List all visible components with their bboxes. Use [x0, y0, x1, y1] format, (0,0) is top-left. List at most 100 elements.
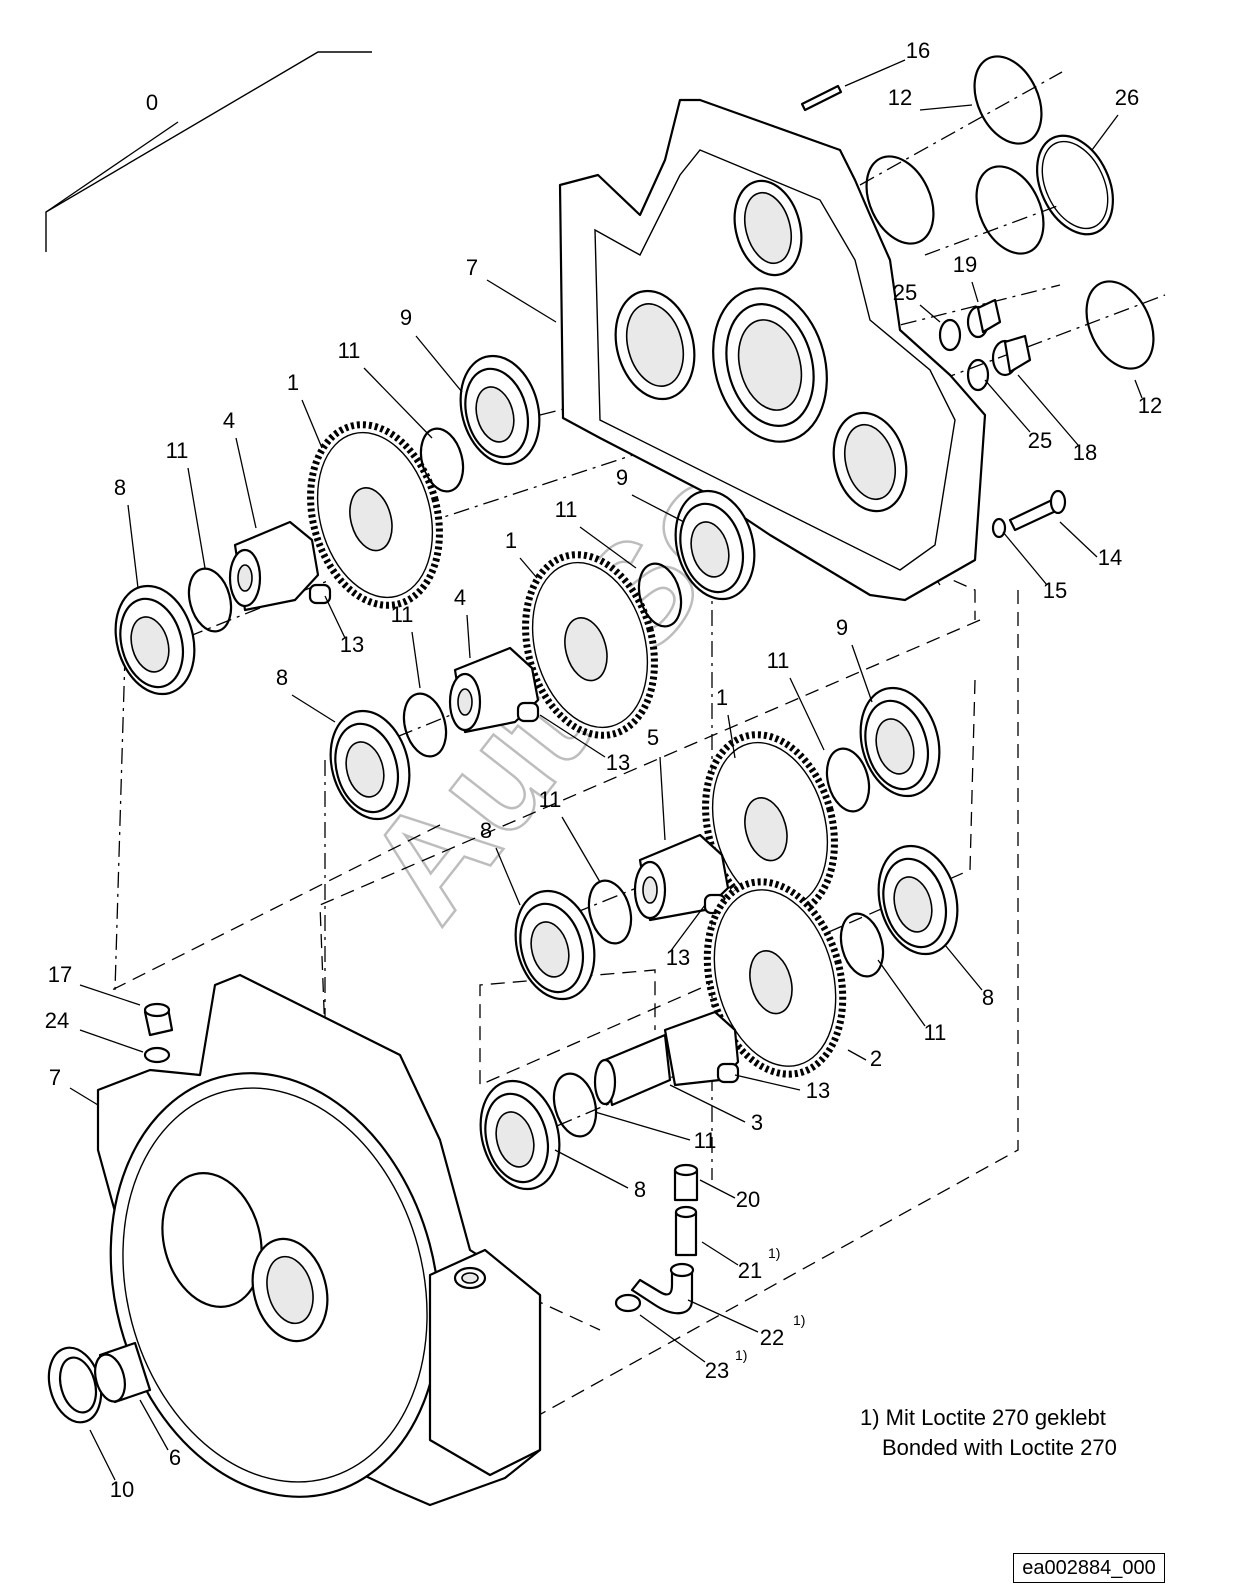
- circlip: [402, 692, 448, 758]
- rear-cover-plate: [558, 98, 987, 602]
- callout-6: 6: [169, 1445, 181, 1470]
- leader-line: [235, 437, 257, 529]
- circlip: [839, 912, 885, 978]
- plugs-and-seals: [938, 298, 1032, 392]
- callout-14: 14: [1098, 545, 1122, 570]
- leader-line: [971, 281, 979, 303]
- leader-line: [877, 959, 926, 1027]
- footnote-mark: 1): [735, 1347, 747, 1363]
- splined-shaft: [593, 1010, 740, 1107]
- callout-19: 19: [953, 252, 977, 277]
- bearing: [674, 489, 756, 601]
- gear: [522, 551, 658, 739]
- gear: [307, 421, 443, 609]
- leader-line: [466, 614, 471, 659]
- shaft-seal: [47, 1341, 152, 1424]
- leader-line: [919, 304, 941, 323]
- leader-line: [519, 557, 538, 579]
- callout-23: 23: [705, 1358, 729, 1383]
- callout-11: 11: [166, 438, 189, 463]
- leader-line: [486, 279, 557, 323]
- leader-line: [1091, 114, 1119, 151]
- callout-25: 25: [1028, 428, 1052, 453]
- callout-24: 24: [45, 1008, 69, 1033]
- leader-line: [789, 677, 825, 751]
- leader-line: [734, 1074, 801, 1091]
- leader-line: [539, 714, 606, 758]
- circlip: [587, 879, 633, 945]
- callout-11: 11: [338, 338, 361, 363]
- callout-8: 8: [480, 818, 492, 843]
- callout-7: 7: [49, 1065, 61, 1090]
- leader-line: [495, 847, 521, 906]
- callout-5: 5: [647, 725, 659, 750]
- callout-9: 9: [616, 465, 628, 490]
- bearing: [859, 686, 941, 798]
- leader-line: [79, 984, 141, 1006]
- leader-line: [579, 526, 637, 569]
- callout-13: 13: [606, 750, 630, 775]
- note-english: Bonded with Loctite 270: [882, 1435, 1117, 1460]
- leader-line: [1134, 379, 1143, 399]
- callout-12: 12: [888, 85, 912, 110]
- leader-line: [687, 1299, 759, 1333]
- leader-line: [1002, 531, 1048, 586]
- leader-line: [301, 399, 323, 449]
- bearing: [329, 709, 411, 821]
- callout-20: 20: [736, 1187, 760, 1212]
- leader-line: [851, 644, 873, 703]
- leader-line: [79, 1029, 144, 1053]
- callout-9: 9: [400, 305, 412, 330]
- bolt: [991, 489, 1067, 539]
- callout-8: 8: [114, 475, 126, 500]
- leader-line: [415, 335, 463, 393]
- callout-10: 10: [110, 1477, 134, 1502]
- leader-line: [844, 59, 906, 87]
- bearing: [459, 354, 541, 466]
- leader-line: [984, 379, 1031, 433]
- callout-1: 1: [505, 528, 517, 553]
- callout-13: 13: [340, 632, 364, 657]
- drain-plug: [143, 1002, 174, 1064]
- circlip: [187, 567, 233, 633]
- leader-line: [701, 1241, 739, 1266]
- callout-11: 11: [555, 497, 578, 522]
- gear-large: [703, 878, 847, 1078]
- leader-line: [639, 1314, 706, 1363]
- key: [516, 701, 540, 723]
- leader-line: [69, 1087, 99, 1106]
- callout-8: 8: [982, 985, 994, 1010]
- callout-13: 13: [806, 1078, 830, 1103]
- bearing: [479, 1079, 561, 1191]
- leader-line: [669, 1084, 746, 1123]
- note-german: 1) Mit Loctite 270 geklebt: [860, 1405, 1106, 1430]
- pin: [800, 84, 843, 112]
- leader-line: [944, 944, 983, 991]
- callout-4: 4: [223, 408, 235, 433]
- leader-line: [363, 367, 433, 439]
- leader-line: [411, 631, 421, 689]
- leader-line: [324, 595, 346, 639]
- pipe-fittings: [614, 1163, 699, 1315]
- callout-1: 1: [287, 370, 299, 395]
- leader-line: [554, 1149, 629, 1189]
- leader-line: [727, 714, 736, 759]
- leader-line: [139, 1399, 169, 1451]
- callout-11: 11: [391, 602, 414, 627]
- leader-line: [561, 816, 601, 883]
- key: [308, 583, 332, 605]
- callout-0: 0: [146, 90, 158, 115]
- callout-13: 13: [666, 945, 690, 970]
- leader-line: [919, 104, 973, 111]
- callout-17: 17: [48, 962, 72, 987]
- footnote-mark: 1): [768, 1245, 780, 1261]
- circlip: [552, 1072, 598, 1138]
- callout-22: 22: [760, 1325, 784, 1350]
- callout-7: 7: [466, 255, 478, 280]
- bearing: [877, 844, 959, 956]
- callout-2: 2: [870, 1046, 882, 1071]
- callout-11: 11: [539, 787, 562, 812]
- footnote-marks: 1)1)1): [735, 1245, 805, 1363]
